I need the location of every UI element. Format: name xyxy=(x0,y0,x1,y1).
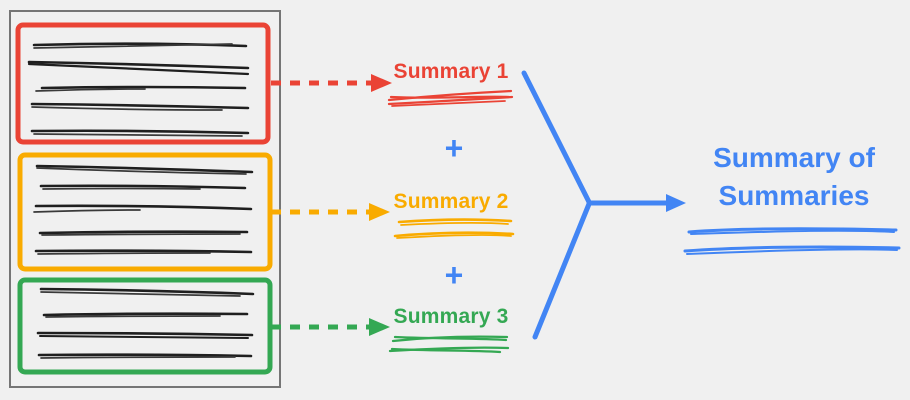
chunk-2-text-scribbles xyxy=(33,164,254,255)
chunk-1-text-scribbles xyxy=(27,42,250,137)
merge-arrowhead xyxy=(666,194,686,212)
arrowhead-1 xyxy=(371,74,392,92)
chunk-3-text-scribbles xyxy=(36,287,255,359)
chunk-box-1 xyxy=(15,22,271,145)
chunk-box-3 xyxy=(17,277,273,375)
summary-3-underline-scribble xyxy=(388,335,510,354)
merge-line-top xyxy=(521,70,592,205)
summary-1-label: Summary 1 xyxy=(393,60,509,83)
chunk-box-2 xyxy=(17,152,273,272)
merge-line-bottom xyxy=(532,201,592,340)
summary-2-label: Summary 2 xyxy=(393,190,509,213)
summary-of-summaries-label: Summary of Summaries xyxy=(713,142,875,211)
summary-1-underline-scribble xyxy=(387,89,514,107)
dashed-arrow-3 xyxy=(271,318,390,336)
arrowhead-2 xyxy=(369,203,390,221)
document-frame xyxy=(9,10,281,388)
summary-2-underline-scribble xyxy=(393,218,515,239)
dashed-arrow-1 xyxy=(271,74,392,92)
plus-icon: + xyxy=(444,130,464,166)
dashed-arrow-2 xyxy=(271,203,390,221)
summary-3-label: Summary 3 xyxy=(393,305,509,328)
merge-connector xyxy=(521,70,669,340)
arrowhead-3 xyxy=(369,318,390,336)
plus-icon: + xyxy=(444,257,464,293)
result-underline-scribble xyxy=(683,227,901,255)
